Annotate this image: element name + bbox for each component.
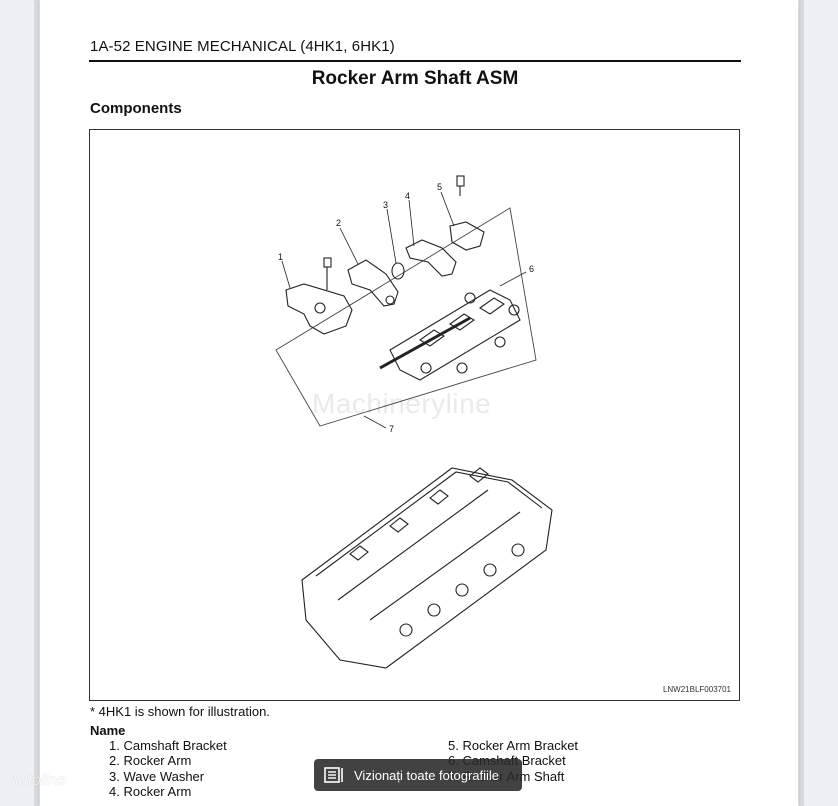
- exploded-diagram: 1 2 3 4 5 6 7: [275, 175, 553, 669]
- page-edge-right: [799, 0, 804, 806]
- page-title: Rocker Arm Shaft ASM: [311, 68, 519, 89]
- parts-list-item: 4. Rocker Arm: [109, 783, 192, 799]
- header-divider: [89, 60, 741, 62]
- parts-list-item: 3. Wave Washer: [109, 768, 205, 784]
- callout-3: 3: [383, 200, 388, 210]
- components-figure: 1 2 3 4 5 6 7 Machineryline LNW21BLF0037…: [89, 129, 740, 701]
- callout-6: 6: [529, 264, 534, 274]
- parts-list-left: 1. Camshaft Bracket 2. Rocker Arm 3. Wav…: [109, 738, 227, 799]
- callout-7: 7: [389, 424, 394, 434]
- illustration-note: * 4HK1 is shown for illustration.: [90, 704, 270, 719]
- name-heading: Name: [90, 723, 126, 738]
- page-edge-left: [34, 0, 39, 806]
- parts-list-item: 1. Camshaft Bracket: [109, 738, 227, 753]
- figure-code: LNW21BLF003701: [662, 685, 731, 694]
- part-rocker-arm-2: [347, 259, 399, 307]
- parts-list-item: 2. Rocker Arm: [109, 753, 192, 769]
- part-cylinder-head: [301, 467, 553, 669]
- parts-list-item: 5. Rocker Arm Bracket: [448, 738, 579, 753]
- view-all-photos-button[interactable]: Vizionați toate fotografiile: [314, 759, 522, 791]
- gallery-icon: [324, 767, 343, 783]
- brand-watermark: Autoline: [8, 772, 66, 789]
- callout-4: 4: [405, 191, 410, 201]
- part-rocker-arm-4: [405, 239, 457, 277]
- page-header: 1A-52 ENGINE MECHANICAL (4HK1, 6HK1): [90, 38, 395, 55]
- assembly-outline: [275, 207, 537, 427]
- callout-1: 1: [278, 252, 283, 262]
- callout-5: 5: [437, 182, 442, 192]
- part-camshaft-bracket: [285, 283, 353, 335]
- part-wave-washer: [391, 262, 405, 280]
- section-heading: Components: [90, 100, 182, 117]
- view-all-photos-label: Vizionați toate fotografiile: [354, 767, 500, 783]
- figure-watermark: Machineryline: [312, 388, 492, 419]
- callout-2: 2: [336, 218, 341, 228]
- part-rocker-arm-bracket: [449, 221, 485, 251]
